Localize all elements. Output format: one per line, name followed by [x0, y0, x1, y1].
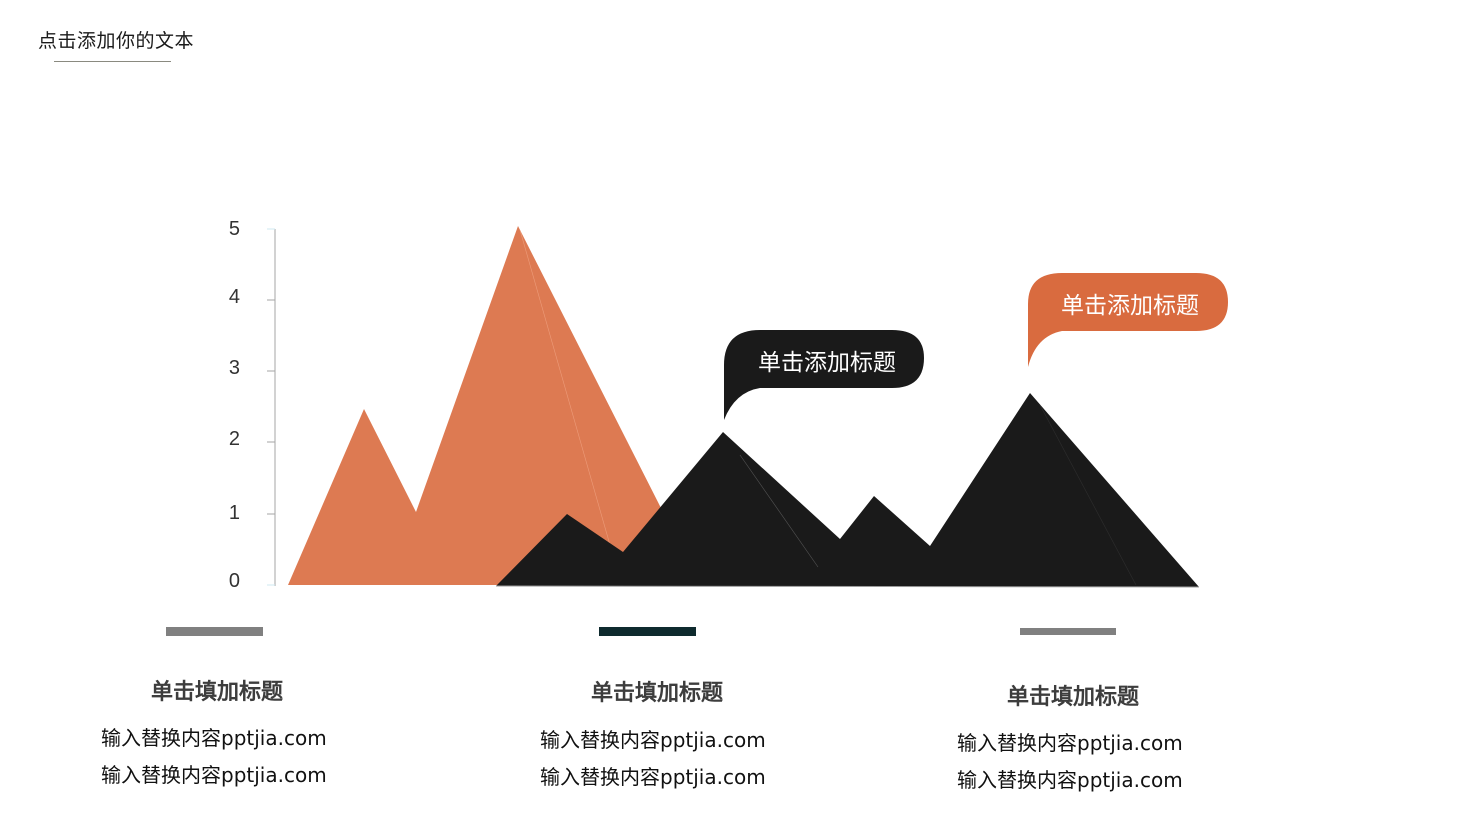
card-line-2a[interactable]: 输入替换内容pptjia.com [540, 728, 766, 752]
page-title: 点击添加你的文本 [38, 30, 195, 52]
orange-callout-text[interactable]: 单击添加标题 [1061, 293, 1199, 319]
y-axis-ticks [267, 228, 275, 586]
card-title-2[interactable]: 单击填加标题 [590, 681, 723, 706]
y-tick-label-0: 0 [228, 570, 240, 592]
black-series-area [496, 393, 1199, 587]
card-title-3[interactable]: 单击填加标题 [1006, 685, 1139, 710]
card-line-2b[interactable]: 输入替换内容pptjia.com [540, 765, 766, 789]
y-tick-label-1: 1 [228, 502, 240, 524]
orange-callout-shape [1028, 273, 1228, 367]
card-marker-3 [1020, 628, 1116, 635]
y-tick-label-2: 2 [228, 428, 240, 450]
y-tick-label-4: 4 [228, 286, 240, 308]
card-line-1b[interactable]: 输入替换内容pptjia.com [101, 763, 327, 787]
black-callout-shape [724, 330, 924, 420]
card-line-3b[interactable]: 输入替换内容pptjia.com [957, 768, 1183, 792]
orange-series-area [288, 226, 700, 585]
y-tick-label-5: 5 [228, 218, 240, 240]
card-marker-1 [166, 627, 263, 636]
y-tick-label-3: 3 [228, 357, 240, 379]
card-line-3a[interactable]: 输入替换内容pptjia.com [957, 731, 1183, 755]
card-line-1a[interactable]: 输入替换内容pptjia.com [101, 726, 327, 750]
title-underline [54, 61, 171, 62]
black-callout-text[interactable]: 单击添加标题 [758, 350, 896, 376]
card-marker-2 [599, 627, 696, 636]
card-title-1[interactable]: 单击填加标题 [150, 680, 283, 705]
